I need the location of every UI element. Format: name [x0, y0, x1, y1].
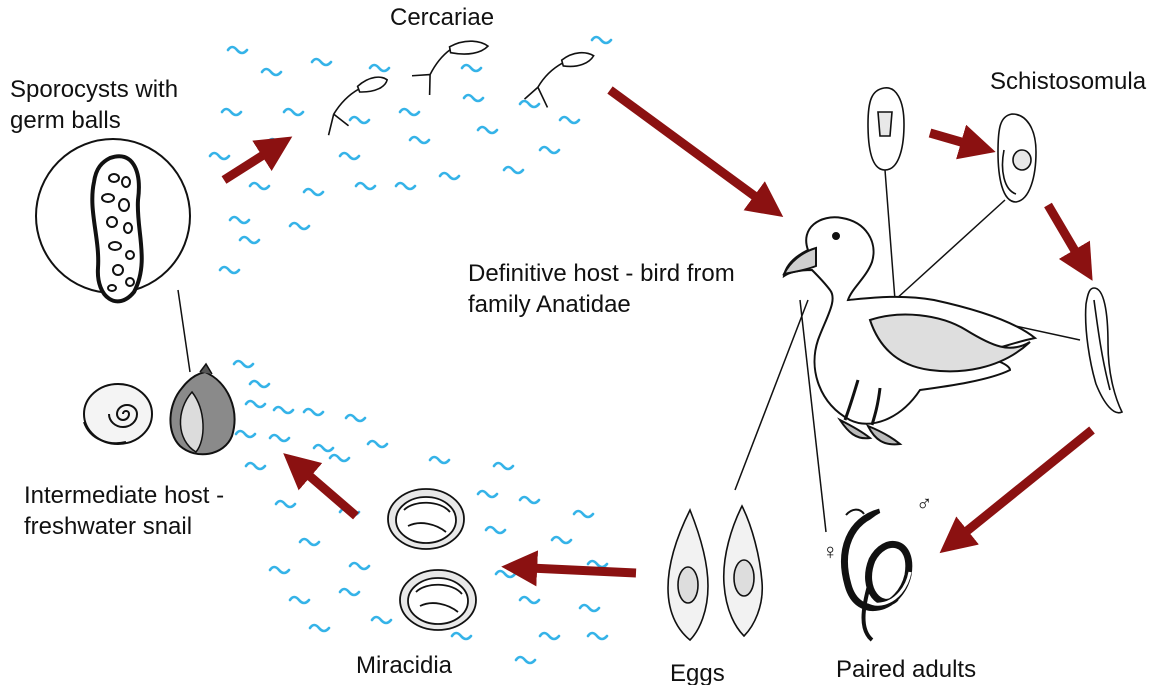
label-sporocysts-line-1: Sporocysts with — [10, 74, 178, 105]
water-wave — [220, 267, 239, 273]
label-intermediate-host: Intermediate host - freshwater snail — [24, 480, 224, 542]
water-wave — [240, 237, 259, 243]
water-wave — [520, 497, 539, 503]
water-wave — [284, 109, 303, 115]
water-wave — [496, 571, 515, 577]
water-wave — [540, 633, 559, 639]
water-wave — [268, 139, 287, 145]
water-wave — [304, 409, 323, 415]
water-wave — [236, 431, 255, 437]
arrow-to-paired-adults — [962, 430, 1092, 535]
arrow-eggs-to-miracidia — [530, 568, 636, 573]
water-wave — [234, 361, 253, 367]
male-symbol: ♂ — [916, 488, 933, 519]
water-wave — [290, 597, 309, 603]
water-wave — [462, 65, 481, 71]
paired-adults-illustration — [845, 510, 910, 640]
water-wave — [340, 153, 359, 159]
water-wave — [478, 491, 497, 497]
label-definitive-host-line-2: family Anatidae — [468, 289, 735, 320]
label-definitive-host-line-1: Definitive host - bird from — [468, 258, 735, 289]
water-wave — [560, 117, 579, 123]
water-wave — [400, 109, 419, 115]
label-miracidia: Miracidia — [356, 650, 452, 681]
water-wave — [588, 561, 607, 567]
duck-illustration — [784, 217, 1035, 444]
water-wave — [588, 633, 607, 639]
water-wave — [210, 153, 229, 159]
water-wave — [396, 183, 415, 189]
water-wave — [494, 463, 513, 469]
label-intermediate-host-line-2: freshwater snail — [24, 511, 224, 542]
water-wave — [270, 435, 289, 441]
water-wave — [340, 589, 359, 595]
water-wave — [520, 101, 539, 107]
arrow-cercariae-to-bird — [610, 90, 760, 200]
water-wave — [270, 567, 289, 573]
water-wave — [350, 117, 369, 123]
water-wave — [250, 183, 269, 189]
eggs-illustration — [668, 506, 762, 640]
sporocyst-illustration — [36, 139, 190, 301]
water-wave — [504, 167, 523, 173]
water-wave — [430, 457, 449, 463]
arrow-schistosomula-1 — [930, 133, 968, 144]
arrow-miracidia-to-snail — [305, 472, 356, 516]
water-wave — [370, 65, 389, 71]
water-wave — [330, 455, 349, 461]
label-paired-adults: Paired adults — [836, 654, 976, 685]
water-wave — [540, 147, 559, 153]
water-wave — [574, 511, 593, 517]
snail-illustrations — [84, 364, 234, 454]
female-symbol: ♀ — [822, 536, 839, 567]
water-wave — [246, 401, 265, 407]
water-wave — [410, 137, 429, 143]
water-wave — [440, 173, 459, 179]
water-wave — [350, 563, 369, 569]
water-wave — [580, 605, 599, 611]
label-intermediate-host-line-1: Intermediate host - — [24, 480, 224, 511]
water-wave — [486, 527, 505, 533]
label-definitive-host: Definitive host - bird from family Anati… — [468, 258, 735, 320]
water-wave — [356, 183, 375, 189]
water-wave — [464, 95, 483, 101]
water-wave — [300, 539, 319, 545]
water-wave — [276, 501, 295, 507]
label-sporocysts: Sporocysts with germ balls — [10, 74, 178, 136]
water-wave — [246, 463, 265, 469]
water-wave — [346, 415, 365, 421]
water-wave — [552, 537, 571, 543]
water-wave — [314, 445, 333, 451]
water-wave — [290, 223, 309, 229]
water-wave — [230, 217, 249, 223]
label-sporocysts-line-2: germ balls — [10, 105, 178, 136]
label-cercariae: Cercariae — [390, 2, 494, 33]
water-wave — [304, 189, 323, 195]
water-wave — [312, 59, 331, 65]
water-wave — [222, 109, 241, 115]
water-wave — [478, 127, 497, 133]
water-wave — [228, 47, 247, 53]
arrow-sporocyst-to-cercariae — [224, 152, 268, 180]
water-wave — [262, 69, 281, 75]
water-wave — [592, 37, 611, 43]
water-wave — [520, 597, 539, 603]
label-eggs: Eggs — [670, 658, 725, 685]
water-wave — [274, 407, 293, 413]
label-schistosomula: Schistosomula — [990, 66, 1146, 97]
water-wave — [452, 633, 471, 639]
miracidia-illustrations — [388, 489, 476, 630]
water-wave — [516, 657, 535, 663]
water-wave — [368, 441, 387, 447]
water-wave — [310, 625, 329, 631]
water-wave — [250, 381, 269, 387]
arrow-schistosomula-2 — [1048, 205, 1078, 256]
water-wave — [372, 617, 391, 623]
